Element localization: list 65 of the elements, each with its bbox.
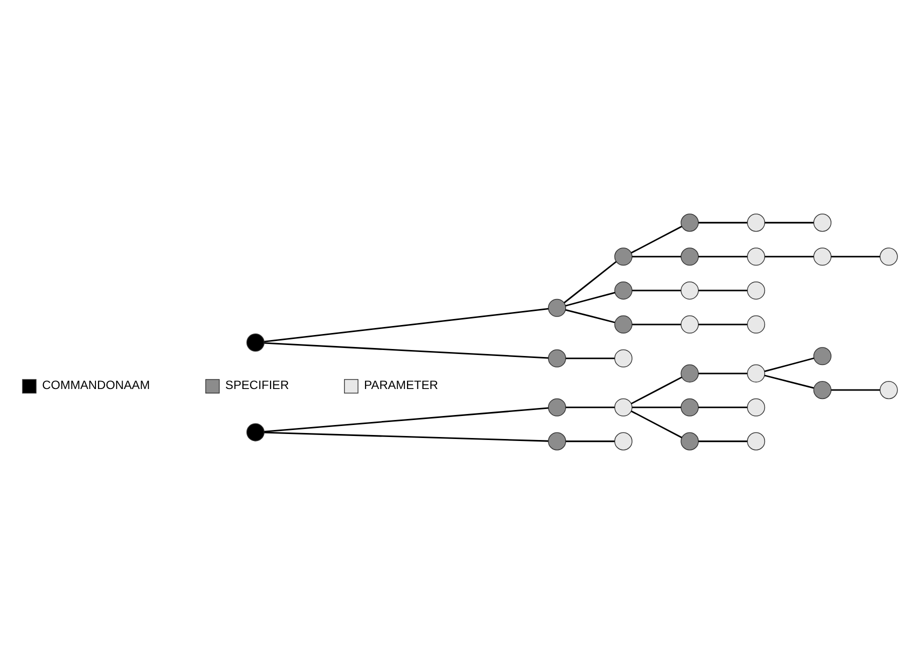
connector xyxy=(698,440,748,442)
connector xyxy=(698,324,748,326)
legend-label: SPECIFIER xyxy=(225,378,289,392)
node-circle xyxy=(680,432,699,450)
connector xyxy=(264,432,548,442)
connector xyxy=(264,342,548,359)
connector xyxy=(565,309,615,324)
connector xyxy=(565,292,616,307)
node-circle xyxy=(614,281,632,300)
connector xyxy=(831,389,880,391)
connector xyxy=(630,226,682,254)
node-circle xyxy=(548,298,566,317)
connector xyxy=(264,407,548,432)
connector xyxy=(698,256,748,258)
connector xyxy=(698,372,748,374)
node-circle xyxy=(747,432,766,450)
legend-label: PARAMETER xyxy=(364,378,438,392)
node-circle xyxy=(680,214,699,232)
connector xyxy=(264,308,548,342)
node-circle xyxy=(747,364,766,383)
connector xyxy=(564,261,617,304)
connector xyxy=(698,222,748,224)
node-circle xyxy=(680,315,699,334)
connector xyxy=(831,256,880,258)
connector xyxy=(630,376,682,404)
connector xyxy=(632,406,681,408)
connector xyxy=(698,406,748,408)
node-circle xyxy=(614,432,632,450)
node-circle xyxy=(614,398,632,416)
node-circle xyxy=(880,248,898,266)
connector xyxy=(632,290,681,292)
node-circle xyxy=(813,248,832,266)
node-circle xyxy=(747,398,766,416)
node-circle xyxy=(614,248,632,266)
node-circle xyxy=(548,398,566,416)
connector xyxy=(566,406,615,408)
node-circle xyxy=(747,281,766,300)
node-circle xyxy=(747,315,766,334)
node-circle xyxy=(680,398,699,416)
node-circle xyxy=(813,347,832,366)
connector xyxy=(630,410,682,438)
connector xyxy=(764,256,814,258)
node-circle xyxy=(246,334,265,352)
node-circle xyxy=(614,315,632,334)
node-circle xyxy=(813,381,832,400)
node-circle xyxy=(747,248,766,266)
node-circle xyxy=(747,214,766,232)
node-circle xyxy=(680,248,699,266)
connector xyxy=(632,256,681,258)
node-circle xyxy=(880,381,898,400)
legend-label: COMMANDONAAM xyxy=(42,378,150,392)
node-circle xyxy=(614,349,632,368)
node-circle xyxy=(548,349,566,368)
node-circle xyxy=(246,423,265,442)
connector xyxy=(764,374,814,389)
connector xyxy=(566,358,615,360)
connector xyxy=(566,440,615,442)
connector xyxy=(764,222,814,224)
node-circle xyxy=(548,432,566,450)
connector xyxy=(632,324,681,326)
connector xyxy=(698,290,748,292)
node-circle xyxy=(680,364,699,383)
connector xyxy=(764,357,814,372)
node-circle xyxy=(813,214,832,232)
node-circle xyxy=(680,281,699,300)
